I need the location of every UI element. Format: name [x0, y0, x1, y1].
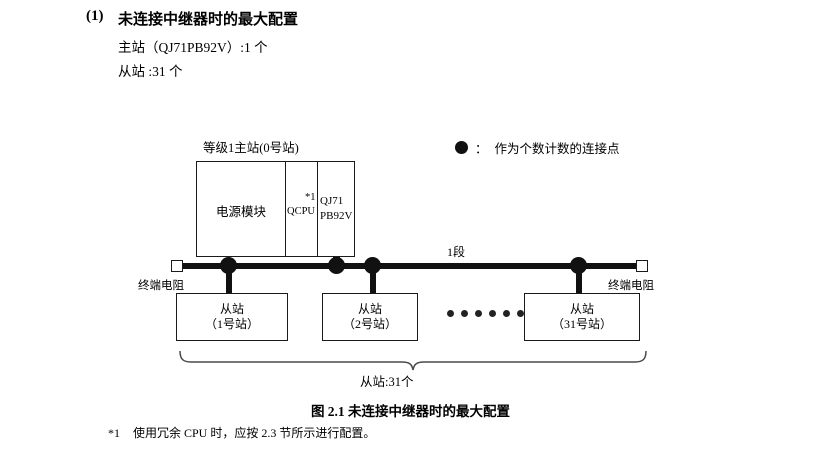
- slave-station-1-name: 从站: [219, 302, 244, 316]
- terminator-right-label: 终端电阻: [608, 280, 654, 292]
- slave-station-2-name: 从站: [357, 302, 382, 316]
- slave-range-brace: [178, 350, 648, 377]
- figure-caption: 图 2.1 未连接中继器时的最大配置: [310, 404, 511, 419]
- ellipsis-dot: [461, 310, 468, 317]
- brace-label: 从站:31个: [360, 375, 414, 389]
- legend-label: 作为个数计数的连接点: [494, 142, 620, 156]
- spec-slave-count: 从站 :31 个: [118, 64, 183, 79]
- drop-line-slave-2: [370, 270, 376, 294]
- footnote-text: 使用冗余 CPU 时，应按 2.3 节所示进行配置。: [133, 426, 376, 440]
- slave-station-31: 从站 （31号站）: [524, 293, 640, 341]
- slave-station-2: 从站 （2号站）: [322, 293, 418, 341]
- module-power-supply-label: 电源模块: [215, 204, 266, 219]
- ellipsis-dot: [517, 310, 524, 317]
- master-rack-label: 等级1主站(0号站): [203, 141, 299, 155]
- connection-node-31: [570, 257, 587, 274]
- ellipsis-dot: [503, 310, 510, 317]
- ellipsis-dot: [475, 310, 482, 317]
- drop-line-slave-1: [226, 270, 232, 294]
- network-bus-line: [178, 263, 643, 269]
- slave-station-1: 从站 （1号站）: [176, 293, 288, 341]
- module-master-label-line1: QJ71: [320, 195, 344, 207]
- drop-line-slave-31: [576, 270, 582, 294]
- filled-circle-icon: [455, 141, 468, 154]
- terminator-right-icon: [636, 260, 648, 272]
- segment-label: 1段: [447, 245, 466, 259]
- ellipsis-dots: [447, 310, 524, 317]
- heading-number: (1): [86, 8, 104, 24]
- legend: ： 作为个数计数的连接点: [455, 138, 620, 157]
- rack-divider-1: [285, 162, 286, 256]
- footnote: *1 使用冗余 CPU 时，应按 2.3 节所示进行配置。: [108, 424, 375, 441]
- spec-master-count: 主站（QJ71PB92V）:1 个: [118, 40, 268, 55]
- ellipsis-dot: [447, 310, 454, 317]
- slave-station-2-number: （2号站）: [342, 317, 397, 331]
- module-master-label-line2: PB92V: [320, 210, 353, 222]
- slave-station-1-number: （1号站）: [204, 317, 259, 331]
- module-qcpu: *1 QCPU: [285, 162, 317, 258]
- slave-station-31-number: （31号站）: [551, 317, 612, 331]
- footnote-mark: *1: [108, 426, 120, 440]
- module-qcpu-label: QCPU: [287, 206, 316, 217]
- page-title: 未连接中继器时的最大配置: [118, 12, 299, 28]
- legend-colon: ：: [475, 142, 488, 156]
- module-master-qj71pb92v: QJ71 PB92V: [317, 162, 356, 258]
- connection-node-master: [328, 257, 345, 274]
- terminator-left-label: 终端电阻: [138, 280, 184, 292]
- qcpu-footnote-mark: *1: [305, 192, 316, 203]
- module-power-supply: 电源模块: [197, 162, 285, 258]
- slave-station-31-name: 从站: [569, 302, 594, 316]
- rack-divider-2: [317, 162, 318, 256]
- master-rack: 电源模块 *1 QCPU QJ71 PB92V: [196, 161, 355, 257]
- ellipsis-dot: [489, 310, 496, 317]
- connection-node-2: [364, 257, 381, 274]
- terminator-left-icon: [171, 260, 183, 272]
- connection-node-1: [220, 257, 237, 274]
